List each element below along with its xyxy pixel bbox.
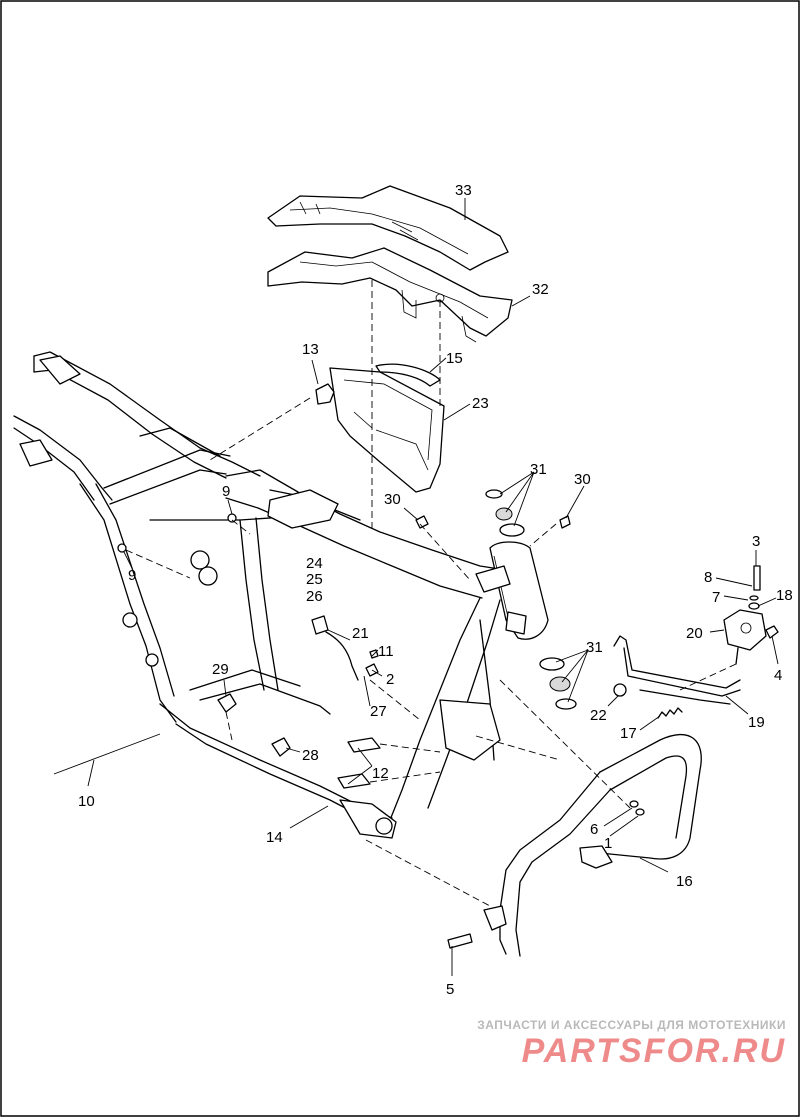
callout-21: 21 <box>352 625 369 642</box>
callout-11: 11 <box>378 643 394 660</box>
part-7-washer <box>749 595 759 601</box>
part-4-bolt <box>765 625 779 639</box>
part-1-nut <box>635 808 645 816</box>
steering-head <box>475 541 549 640</box>
part-30-plug-left <box>415 515 429 529</box>
callout-13: 13 <box>302 341 319 358</box>
callout-4: 4 <box>774 667 782 684</box>
watermark-tagline: ЗАПЧАСТИ И АКСЕССУАРЫ ДЛЯ МОТОТЕХНИКИ <box>477 1018 786 1032</box>
callout-25: 25 <box>306 571 323 588</box>
assembly-lines <box>125 280 737 907</box>
part-31-lower-bearings <box>539 657 577 710</box>
callout-30-left: 30 <box>384 491 401 508</box>
part-16-engine-guard <box>483 733 702 957</box>
callout-labels: 33 32 13 15 23 31 30 30 9 9 24 25 26 21 … <box>78 182 793 998</box>
callout-27: 27 <box>370 703 387 720</box>
callout-29: 29 <box>212 661 229 678</box>
part-12-bracket-lower <box>337 773 371 789</box>
part-22-ball <box>613 683 627 697</box>
callout-9-upper: 9 <box>222 483 230 500</box>
callout-2: 2 <box>386 671 394 688</box>
part-9-nut-lower <box>117 543 127 553</box>
part-21-harness <box>325 631 359 681</box>
callout-14: 14 <box>266 829 283 846</box>
part-10-cable <box>53 733 161 775</box>
callout-31-upper: 31 <box>530 461 547 478</box>
part-26-sensor <box>311 615 329 635</box>
callout-15: 15 <box>446 350 463 367</box>
part-18-washer <box>748 602 760 610</box>
callout-28: 28 <box>302 747 319 764</box>
callout-32: 32 <box>532 281 549 298</box>
part-3-screw <box>753 565 761 591</box>
part-6-washer <box>629 800 639 808</box>
part-29-clip <box>217 693 237 713</box>
callout-leaders <box>87 198 779 976</box>
part-31-upper-bearings <box>485 489 525 537</box>
callout-3: 3 <box>752 533 760 550</box>
part-30-plug-right <box>559 515 571 529</box>
watermark-logo: PARTSFOR.RU <box>521 1032 786 1070</box>
callout-1: 1 <box>604 835 612 852</box>
callout-31-lower: 31 <box>586 639 603 656</box>
part-23-side-cover <box>329 367 445 493</box>
part-12-bracket-upper <box>347 737 381 753</box>
watermark: ЗАПЧАСТИ И АКСЕССУАРЫ ДЛЯ МОТОТЕХНИКИ PA… <box>477 1018 786 1070</box>
part-28-clip <box>271 737 291 757</box>
callout-17: 17 <box>620 725 637 742</box>
callout-16: 16 <box>676 873 693 890</box>
callout-8: 8 <box>704 569 712 586</box>
callout-24: 24 <box>306 555 323 572</box>
callout-26: 26 <box>306 588 323 605</box>
part-15-strap <box>375 363 441 387</box>
part-5-bolt <box>447 933 473 949</box>
part-13-grommet <box>315 383 335 405</box>
callout-5: 5 <box>446 981 454 998</box>
callout-18: 18 <box>776 587 793 604</box>
callout-33: 33 <box>455 182 472 199</box>
callout-23: 23 <box>472 395 489 412</box>
callout-12: 12 <box>372 765 389 782</box>
callout-6: 6 <box>590 821 598 838</box>
callout-22: 22 <box>590 707 607 724</box>
callout-9-lower: 9 <box>128 567 136 584</box>
callout-30-right: 30 <box>574 471 591 488</box>
callout-7: 7 <box>712 589 720 606</box>
callout-10: 10 <box>78 793 95 810</box>
part-9-nut-upper <box>227 513 237 523</box>
part-17-spring <box>657 707 683 719</box>
callout-19: 19 <box>748 714 765 731</box>
callout-20: 20 <box>686 625 703 642</box>
part-33-frame-cover <box>267 185 509 271</box>
part-20-steering-lock <box>723 609 767 665</box>
part-19-shift-linkage <box>613 635 741 705</box>
